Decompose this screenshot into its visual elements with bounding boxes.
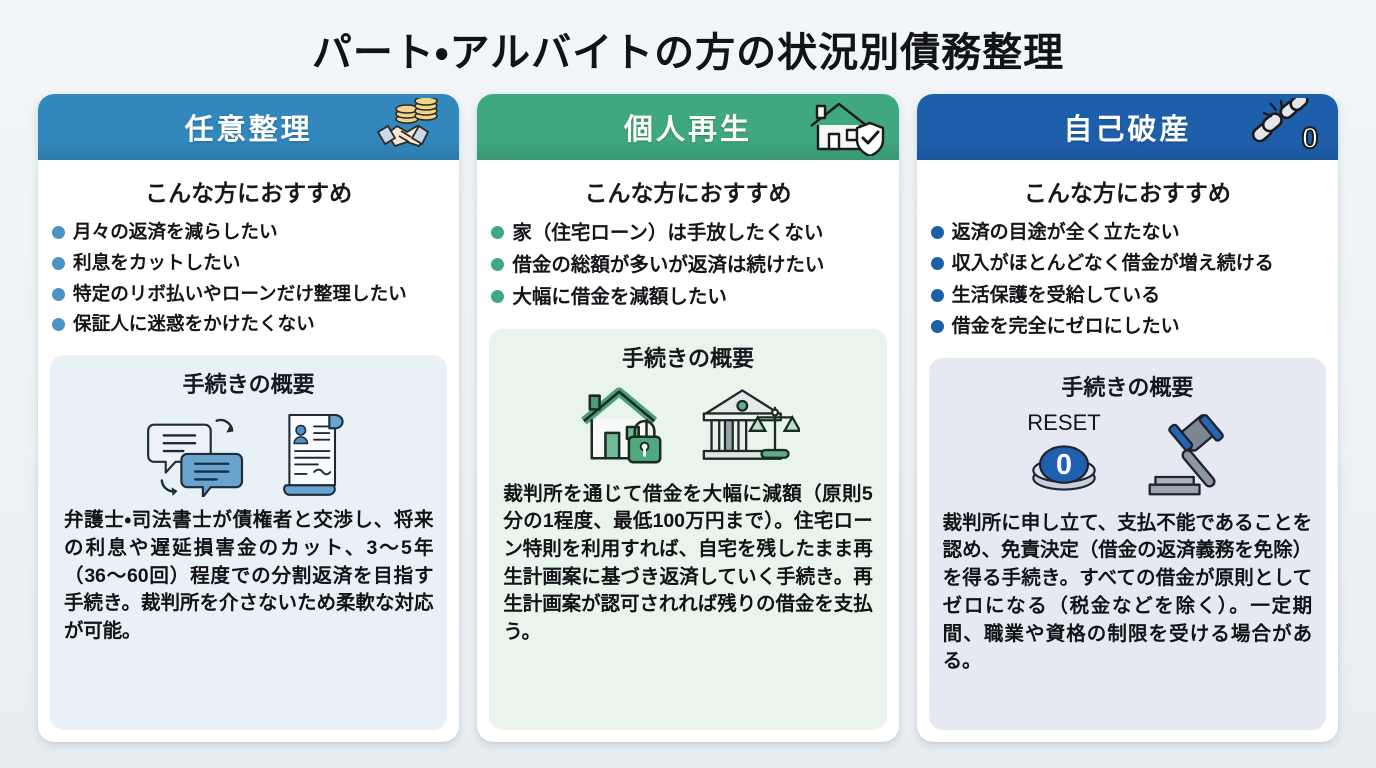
recommend-list: 家（住宅ローン）は手放したくない 借金の総額が多いが返済は続けたい 大幅に借金を… xyxy=(491,218,884,313)
list-item-label: 大幅に借金を減額したい xyxy=(512,286,727,309)
list-item: 収入がほとんどなく借金が増え続ける xyxy=(930,249,1324,278)
summary-icons xyxy=(503,377,872,481)
list-item-label: 返済の目途が全く立たない xyxy=(951,222,1180,243)
page-title: パート・アルバイトの方の状況別債務整理 xyxy=(311,31,1065,75)
card-header-title: 任意整理 xyxy=(184,114,313,146)
summary-panel: 手続きの概要 RESET 0 xyxy=(928,357,1326,730)
contract-document-icon xyxy=(278,407,354,504)
bullet-icon xyxy=(930,257,944,271)
bullet-icon xyxy=(52,287,65,301)
list-item-label: 生活保護を受給している xyxy=(951,284,1161,306)
list-item-label: 借金の総額が多いが返済は続けたい xyxy=(512,254,825,277)
summary-text: 裁判所に申し立て、支払不能であることを認め、免責決定（借金の返済義務を免除）を得… xyxy=(942,511,1313,673)
list-item: 返済の目途が全く立たない xyxy=(930,218,1324,247)
bullet-icon xyxy=(491,258,505,272)
handshake-coins-icon xyxy=(361,98,445,156)
list-item-label: 保証人に迷惑をかけたくない xyxy=(73,313,315,335)
bullet-icon xyxy=(930,288,944,302)
card-header-title: 自己破産 xyxy=(1063,114,1192,146)
bullet-icon xyxy=(491,290,505,304)
list-item-label: 利息をカットしたい xyxy=(73,251,241,273)
summary-panel: 手続きの概要 xyxy=(50,355,448,730)
recommend-block: こんな方におすすめ 月々の返済を減らしたい 利息をカットしたい 特定のリボ払いや… xyxy=(38,160,459,347)
list-item: 特定のリボ払いやローンだけ整理したい xyxy=(52,280,445,309)
summary-heading: 手続きの概要 xyxy=(1061,374,1194,400)
list-item: 借金の総額が多いが返済は続けたい xyxy=(491,250,884,280)
card-jiko-hasan: 自己破産 0 xyxy=(916,94,1338,742)
bullet-icon xyxy=(930,320,944,334)
card-nini-seiri: 任意整理 xyxy=(38,94,460,742)
list-item-label: 収入がほとんどなく借金が増え続ける xyxy=(951,253,1274,275)
recommend-heading: こんな方におすすめ xyxy=(1023,180,1231,206)
list-item: 大幅に借金を減額したい xyxy=(491,282,884,312)
bullet-icon xyxy=(52,256,65,270)
card-header-jiko-hasan: 自己破産 0 xyxy=(916,94,1338,160)
list-item: 利息をカットしたい xyxy=(52,249,445,278)
reset-button-zero-icon: RESET 0 xyxy=(1016,409,1112,506)
list-item: 月々の返済を減らしたい xyxy=(52,218,445,247)
reset-label: RESET xyxy=(1028,410,1101,435)
summary-text: 裁判所を通じて借金を大幅に減額（原則5分の1程度、最低100万円まで）。住宅ロー… xyxy=(503,482,873,644)
list-item-label: 家（住宅ローン）は手放したくない xyxy=(512,222,824,244)
list-item: 生活保護を受給している xyxy=(930,281,1324,310)
svg-text:0: 0 xyxy=(1302,122,1319,155)
card-header-title: 個人再生 xyxy=(623,114,752,146)
speech-bubbles-negotiation-icon xyxy=(144,409,252,502)
bullet-icon xyxy=(52,226,65,239)
cards-row: 任意整理 xyxy=(0,88,1376,742)
list-item: 家（住宅ローン）は手放したくない xyxy=(491,218,884,248)
recommend-heading: こんな方におすすめ xyxy=(584,180,792,206)
bullet-icon xyxy=(930,226,944,239)
list-item-label: 月々の返済を減らしたい xyxy=(73,221,278,242)
summary-heading: 手続きの概要 xyxy=(621,345,754,371)
list-item-label: 借金を完全にゼロにしたい xyxy=(951,316,1180,338)
recommend-block: こんな方におすすめ 返済の目途が全く立たない 収入がほとんどなく借金が増え続ける… xyxy=(917,160,1338,350)
recommend-heading: こんな方におすすめ xyxy=(145,180,353,206)
recommend-list: 月々の返済を減らしたい 利息をカットしたい 特定のリボ払いやローンだけ整理したい… xyxy=(52,218,445,339)
house-shield-icon xyxy=(801,98,885,156)
summary-heading: 手続きの概要 xyxy=(182,372,315,398)
summary-icons: RESET 0 xyxy=(943,406,1312,510)
recommend-list: 返済の目途が全く立たない 収入がほとんどなく借金が増え続ける 生活保護を受給して… xyxy=(930,218,1324,342)
summary-panel: 手続きの概要 xyxy=(489,328,887,730)
recommend-block: こんな方におすすめ 家（住宅ローン）は手放したくない 借金の総額が多いが返済は続… xyxy=(477,160,898,321)
card-header-kojin-saisei: 個人再生 xyxy=(477,94,899,160)
gavel-icon xyxy=(1138,410,1238,505)
summary-text: 弁護士・司法書士が債権者と交渉し、将来の利息や遅延損害金のカット、3〜5年（36… xyxy=(64,509,434,642)
reset-value: 0 xyxy=(1056,449,1072,481)
list-item: 保証人に迷惑をかけたくない xyxy=(52,310,445,339)
house-lock-icon xyxy=(576,382,674,475)
card-header-nini-seiri: 任意整理 xyxy=(38,94,460,160)
summary-icons xyxy=(64,403,433,507)
bullet-icon xyxy=(491,226,505,239)
broken-chain-zero-icon: 0 xyxy=(1240,98,1324,156)
courthouse-scales-icon xyxy=(700,382,802,475)
list-item-label: 特定のリボ払いやローンだけ整理したい xyxy=(73,282,407,304)
bullet-icon xyxy=(52,318,65,332)
list-item: 借金を完全にゼロにしたい xyxy=(930,312,1324,341)
card-kojin-saisei: 個人再生 xyxy=(477,94,899,742)
